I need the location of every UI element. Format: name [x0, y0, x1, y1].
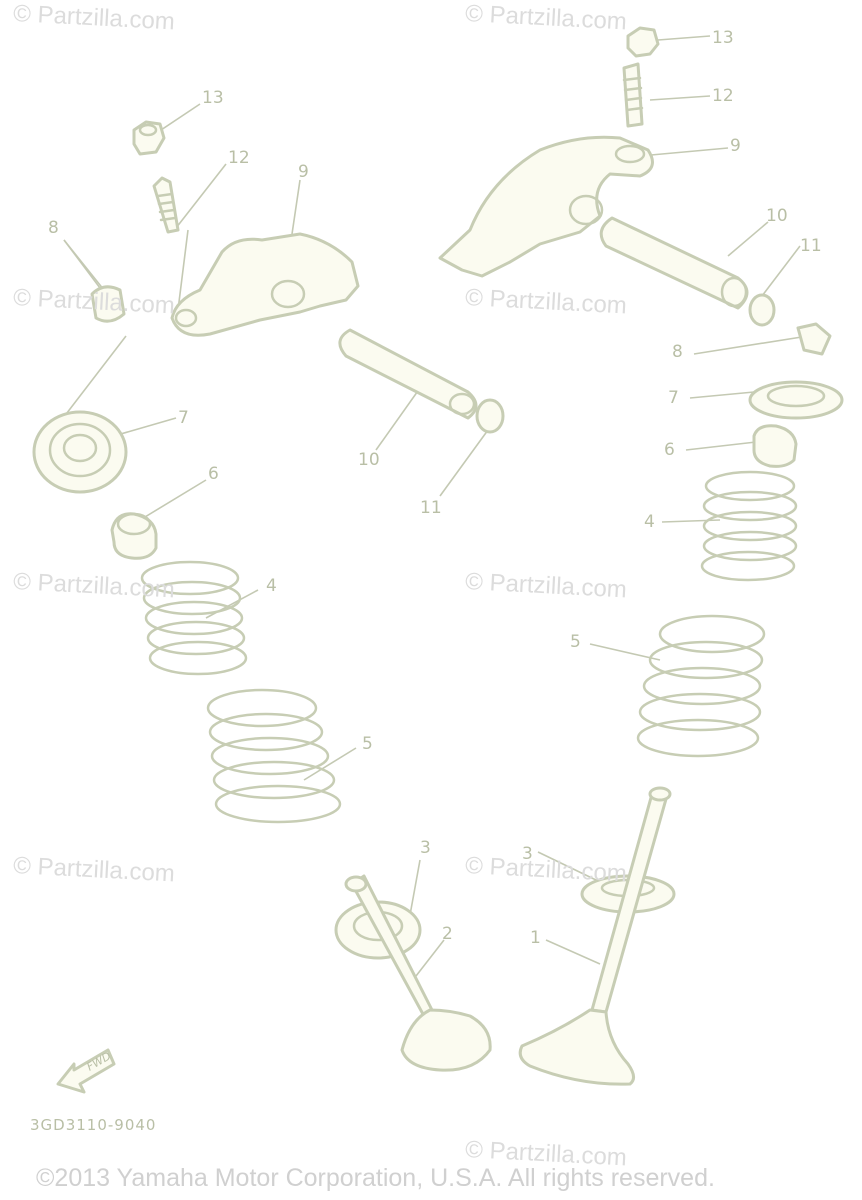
callout-8-left: 8: [48, 218, 59, 238]
callout-7-left: 7: [178, 408, 189, 428]
o-ring-right: [748, 293, 776, 327]
callout-10-left: 10: [358, 450, 380, 470]
callout-1: 1: [530, 928, 541, 948]
rocker-arm-left: [170, 232, 360, 337]
callout-3-right: 3: [522, 844, 533, 864]
adjusting-screw-right: [622, 62, 644, 128]
callout-5-left: 5: [362, 734, 373, 754]
rocker-shaft-left: [338, 328, 478, 420]
o-ring-left: [475, 398, 505, 434]
callout-13-right: 13: [712, 28, 734, 48]
callout-6-left: 6: [208, 464, 219, 484]
outer-spring-left: [206, 688, 342, 824]
callout-13-left: 13: [202, 88, 224, 108]
nut-left: [132, 120, 166, 156]
callout-6-right: 6: [664, 440, 675, 460]
intake-valve: [518, 786, 672, 1086]
adjusting-screw-left: [152, 176, 180, 234]
callout-2: 2: [442, 924, 453, 944]
callout-11-left: 11: [420, 498, 442, 518]
retainer-left: [32, 410, 128, 494]
inner-spring-right: [700, 470, 798, 582]
callout-9-right: 9: [730, 136, 741, 156]
callout-12-right: 12: [712, 86, 734, 106]
callout-4-left: 4: [266, 576, 277, 596]
cotter-left: [90, 285, 126, 323]
callout-3-left: 3: [420, 838, 431, 858]
outer-spring-right: [636, 614, 766, 758]
oil-seal-left: [110, 512, 158, 560]
copyright-notice: ©2013 Yamaha Motor Corporation, U.S.A. A…: [36, 1164, 715, 1192]
nut-right: [626, 26, 660, 58]
callout-10-right: 10: [766, 206, 788, 226]
callout-8-right: 8: [672, 342, 683, 362]
drawing-code: 3GD3110-9040: [30, 1116, 157, 1134]
cotter-right: [796, 322, 832, 356]
fwd-arrow-icon: [56, 1048, 116, 1094]
inner-spring-left: [140, 560, 248, 676]
oil-seal-right: [752, 424, 798, 468]
callout-5-right: 5: [570, 632, 581, 652]
callout-11-right: 11: [800, 236, 822, 256]
rocker-arm-right: [438, 135, 654, 278]
exhaust-valve: [344, 874, 492, 1072]
rocker-shaft-right: [599, 216, 749, 310]
retainer-right: [748, 380, 844, 420]
callout-12-left: 12: [228, 148, 250, 168]
callout-4-right: 4: [644, 512, 655, 532]
callout-7-right: 7: [668, 388, 679, 408]
callout-9-left: 9: [298, 162, 309, 182]
